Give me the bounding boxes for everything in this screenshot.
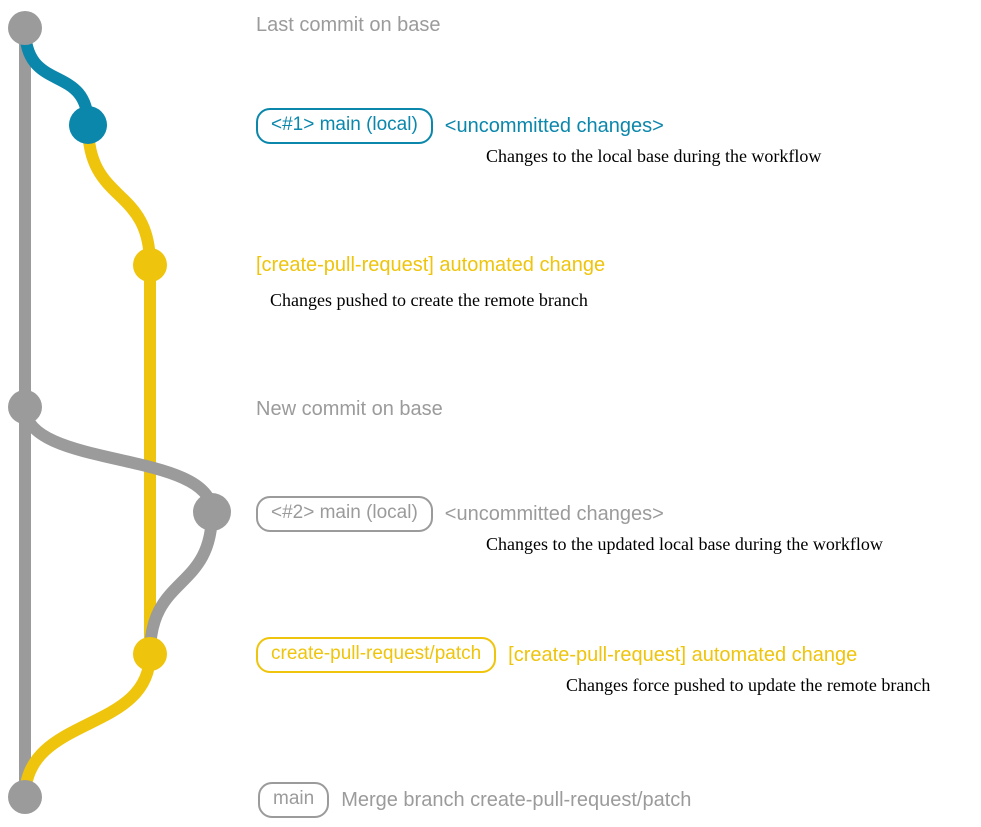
commit-node-base-last-commit[interactable] bbox=[8, 11, 42, 45]
branch-label-patch-automated-change-2[interactable]: create-pull-request/patch bbox=[256, 637, 497, 673]
commit-row-local-uncommitted-1: <#1> main (local) <uncommitted changes> bbox=[256, 108, 664, 144]
branch-label-local-uncommitted-2[interactable]: <#2> main (local) bbox=[256, 496, 433, 532]
branch-label-merge-commit[interactable]: main bbox=[258, 782, 330, 818]
commit-node-patch-commit-1[interactable] bbox=[133, 248, 167, 282]
commit-subject-merge-commit: Merge branch create-pull-request/patch bbox=[341, 788, 692, 811]
commit-row-merge-commit: main Merge branch create-pull-request/pat… bbox=[258, 782, 691, 818]
graph-edge-local-2-to-patch-2 bbox=[144, 506, 218, 660]
commit-subject-patch-automated-change-1: [create-pull-request] automated change bbox=[256, 254, 606, 276]
commit-node-local-commit-1[interactable] bbox=[69, 106, 107, 144]
commit-node-base-merge-commit[interactable] bbox=[8, 780, 42, 814]
commit-subject-last-commit-on-base: Last commit on base bbox=[256, 14, 441, 36]
commit-description-local-uncommitted-1: Changes to the local base during the wor… bbox=[486, 146, 822, 166]
graph-edges bbox=[19, 22, 218, 803]
commit-description-patch-automated-change-1: Changes pushed to create the remote bran… bbox=[270, 290, 588, 310]
graph-edge-local-1-to-patch-1 bbox=[82, 119, 156, 271]
graph-edge-base-to-local-1 bbox=[19, 22, 94, 131]
commit-description-patch-automated-change-2: Changes force pushed to update the remot… bbox=[566, 675, 931, 695]
branch-label-local-uncommitted-1[interactable]: <#1> main (local) bbox=[256, 108, 433, 144]
commit-row-local-uncommitted-2: <#2> main (local) <uncommitted changes> bbox=[256, 496, 664, 532]
commit-subject-local-uncommitted-2: <uncommitted changes> bbox=[444, 502, 664, 525]
commit-node-base-new-commit[interactable] bbox=[8, 390, 42, 424]
commit-subject-local-uncommitted-1: <uncommitted changes> bbox=[444, 114, 664, 137]
commit-node-patch-commit-2[interactable] bbox=[133, 637, 167, 671]
commit-description-local-uncommitted-2: Changes to the updated local base during… bbox=[486, 534, 883, 554]
graph-nodes bbox=[8, 11, 231, 814]
commit-node-local-commit-2[interactable] bbox=[193, 493, 231, 531]
commit-subject-patch-automated-change-2: [create-pull-request] automated change bbox=[508, 643, 858, 666]
commit-subject-new-commit-on-base: New commit on base bbox=[256, 398, 443, 420]
graph-edge-base-to-local-2 bbox=[19, 401, 218, 518]
commit-row-patch-automated-change-2: create-pull-request/patch [create-pull-re… bbox=[256, 637, 857, 673]
graph-edge-patch-2-to-merge bbox=[19, 648, 156, 803]
